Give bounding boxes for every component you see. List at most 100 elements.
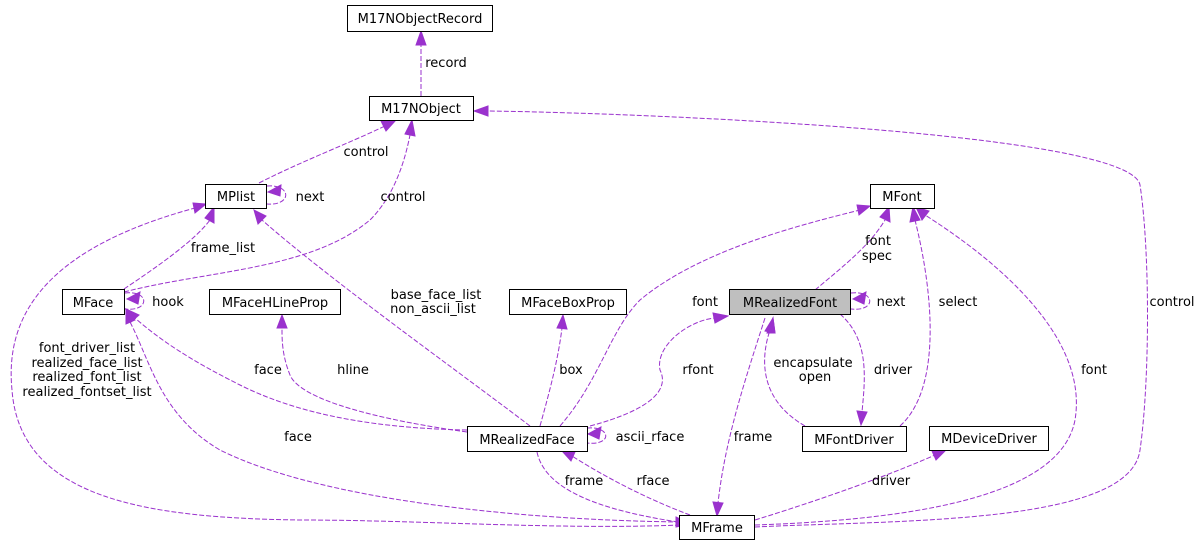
node-mfont[interactable]: MFont (870, 184, 935, 209)
edge-frame-lists (10, 207, 681, 527)
edge-label-face-frame: face (284, 430, 312, 445)
node-label-mframe: MFrame (691, 521, 743, 536)
edge-label-driver-fontdriver: driver (874, 363, 913, 378)
edge-label-frame-rfont: frame (734, 430, 773, 445)
node-mrealizedfont[interactable]: MRealizedFont (729, 289, 851, 315)
edge-select (899, 219, 931, 427)
edge-box (539, 327, 563, 427)
arrowhead-control-face (404, 118, 416, 137)
arrowhead-base-face-list (253, 209, 267, 225)
arrowhead-select (909, 205, 921, 223)
edge-label-font-frame: font (1081, 363, 1107, 378)
arrowhead-box (556, 313, 568, 330)
edge-label-control-plist: control (343, 145, 388, 160)
arrowhead-frame-rfont-top (766, 316, 776, 334)
arrowhead-font-spec (879, 205, 891, 223)
edge-labels: record control control next frame_list h… (22, 56, 1194, 489)
edge-label-realized-fontset-list: realized_fontset_list (22, 385, 151, 400)
edge-control-plist (258, 125, 386, 184)
edge-font-spec (814, 219, 886, 291)
node-mface[interactable]: MFace (62, 289, 125, 315)
edge-base-face-list (261, 219, 531, 427)
edges (10, 29, 1148, 528)
edge-hook (124, 292, 145, 310)
edge-font-rface (559, 209, 861, 427)
edge-label-ascii-rface: ascii_rface (616, 430, 685, 445)
edge-label-driver-device: driver (872, 474, 911, 489)
nodes: M17NObjectRecord M17NObject MPlist MFont… (62, 5, 1049, 540)
node-label-mrealizedface: MRealizedFace (479, 433, 574, 448)
edge-next-rfont (850, 292, 871, 310)
arrowhead-driver-fontdriver (856, 410, 868, 427)
edge-label-control-face: control (380, 190, 425, 205)
edge-label-hline: hline (337, 363, 369, 378)
node-label-mfacehlineprop: MFaceHLineProp (222, 296, 328, 311)
node-mframe[interactable]: MFrame (679, 515, 755, 540)
node-mplist[interactable]: MPlist (205, 184, 267, 209)
edge-label-encapsulate: encapsulate (773, 356, 852, 371)
arrowhead-driver-device (931, 449, 948, 461)
edge-rface (571, 455, 691, 516)
edge-label-font-driver-list: font_driver_list (39, 341, 135, 356)
edge-label-frame-rface: frame (565, 474, 604, 489)
edge-label-open: open (799, 370, 831, 385)
arrowhead-face-frame (125, 308, 136, 325)
edge-frame-rfont (717, 317, 766, 504)
edge-font-frame (754, 214, 1077, 526)
node-label-mface: MFace (73, 296, 114, 311)
arrowhead-next-rfont (851, 291, 867, 305)
arrowhead-hline (276, 313, 288, 329)
arrowhead-rfont (712, 312, 730, 324)
edge-label-font-rface: font (692, 295, 718, 310)
edge-face-frame (129, 321, 681, 523)
node-mdevicedriver[interactable]: MDeviceDriver (929, 426, 1049, 451)
edge-label-select: select (939, 295, 978, 310)
edge-label-hook: hook (152, 295, 184, 310)
edge-rfont (589, 317, 716, 427)
arrowhead-ascii-rface (586, 426, 602, 440)
edge-label-next-plist: next (296, 190, 325, 205)
edge-label-base-face-list: base_face_list (391, 288, 482, 303)
node-label-mrealizedfont: MRealizedFont (743, 296, 837, 311)
edge-label-next-rfont: next (877, 295, 906, 310)
edge-encapsulate (764, 329, 806, 427)
node-mfacehlineprop[interactable]: MFaceHLineProp (209, 289, 341, 315)
node-label-m17nobject: M17NObject (381, 102, 461, 117)
edge-label-box: box (559, 363, 583, 378)
node-mfaceboxprop[interactable]: MFaceBoxProp (509, 289, 627, 315)
edge-driver-device (754, 454, 936, 521)
edge-label-realized-font-list: realized_font_list (32, 370, 141, 385)
edge-driver-fontdriver (839, 313, 865, 413)
arrowhead-control-plist (380, 119, 398, 132)
edge-label-control-frame: control (1149, 295, 1194, 310)
edge-frame-list (123, 219, 211, 290)
node-mrealizedface[interactable]: MRealizedFace (467, 426, 588, 452)
node-mfontdriver[interactable]: MFontDriver (802, 426, 907, 452)
edge-label-font-spec-spec: spec (862, 249, 892, 264)
node-label-mfaceboxprop: MFaceBoxProp (521, 296, 615, 311)
node-m17nobjectrecord[interactable]: M17NObjectRecord (347, 5, 493, 32)
arrowhead-font-rface (856, 204, 872, 216)
arrowhead-frame-lists (192, 202, 208, 214)
edge-label-face-rface: face (254, 363, 282, 378)
edge-frame-rface (536, 451, 679, 523)
node-label-mdevicedriver: MDeviceDriver (941, 432, 1037, 447)
arrowhead-hook (125, 291, 141, 305)
node-m17nobject[interactable]: M17NObject (369, 96, 474, 121)
edge-hline (281, 327, 468, 433)
arrowhead-record (415, 29, 427, 46)
edge-label-rface: rface (636, 474, 669, 489)
arrowhead-control-frame (472, 105, 489, 117)
edge-label-record: record (425, 56, 467, 71)
edge-label-realized-face-list: realized_face_list (31, 356, 142, 371)
edge-label-rfont: rfont (682, 363, 713, 378)
node-label-mfont: MFont (882, 190, 922, 205)
node-label-mfontdriver: MFontDriver (814, 433, 894, 448)
edge-face-rface (134, 317, 468, 431)
edge-next-plist (266, 185, 287, 205)
edge-control-face (123, 134, 411, 293)
edge-label-frame-list: frame_list (191, 241, 255, 256)
arrowhead-frame-rfont (712, 501, 724, 518)
edge-ascii-rface (586, 427, 607, 444)
